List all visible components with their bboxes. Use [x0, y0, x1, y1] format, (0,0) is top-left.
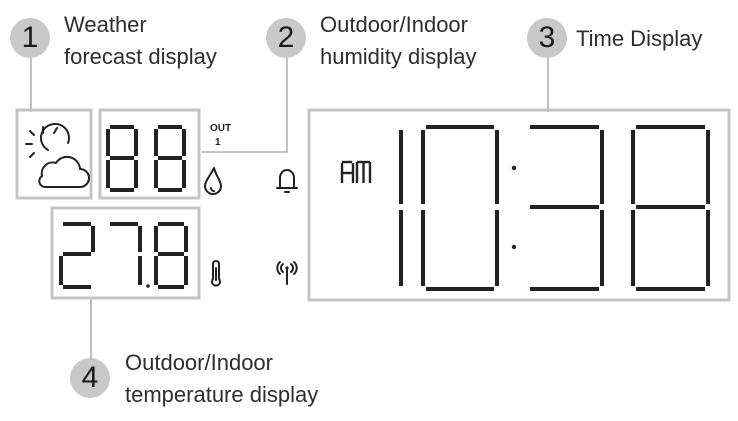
- radio-signal-icon: [276, 261, 298, 285]
- callout-label-1-line2: forecast display: [64, 44, 217, 69]
- temperature-decimal-point: [146, 284, 150, 288]
- callout-label-1-line1: Weather: [64, 12, 147, 37]
- callout-label-2-line2: humidity display: [320, 44, 477, 69]
- water-drop-icon: [204, 167, 222, 195]
- time-box: [307, 108, 731, 302]
- callout-label-3-line1: Time Display: [576, 26, 703, 51]
- time-colon: [511, 165, 517, 250]
- callout-label-4-line1: Outdoor/Indoor: [125, 350, 273, 375]
- callout-badge-1: 1: [10, 18, 50, 58]
- thermometer-icon: [211, 260, 221, 287]
- callout-label-2-line1: Outdoor/Indoor: [320, 12, 468, 37]
- sun-behind-cloud-icon: [25, 122, 90, 189]
- humidity-digit-2: [154, 125, 186, 192]
- callout-badge-3: 3: [527, 18, 567, 58]
- out-label: OUT: [210, 123, 231, 134]
- am-indicator: [340, 160, 372, 183]
- weather-box: [15, 108, 93, 200]
- out-marker: 1: [215, 137, 221, 148]
- bell-alarm-icon: [276, 169, 298, 193]
- time-digit-8: [631, 125, 710, 291]
- leader-line-2: [202, 58, 288, 153]
- humidity-digit-1: [106, 125, 138, 192]
- time-digit-3: [530, 125, 604, 291]
- temperature-digit-7: [110, 222, 142, 285]
- temperature-digit-8: [154, 222, 188, 289]
- humidity-box: [98, 108, 201, 200]
- temperature-digit-2: [59, 222, 95, 289]
- callout-label-4-line2: temperature display: [125, 382, 319, 407]
- callout-badge-2: 2: [266, 18, 306, 58]
- callout-badge-4: 4: [70, 358, 110, 398]
- temperature-box: [50, 206, 201, 300]
- time-digit-0: [421, 125, 499, 291]
